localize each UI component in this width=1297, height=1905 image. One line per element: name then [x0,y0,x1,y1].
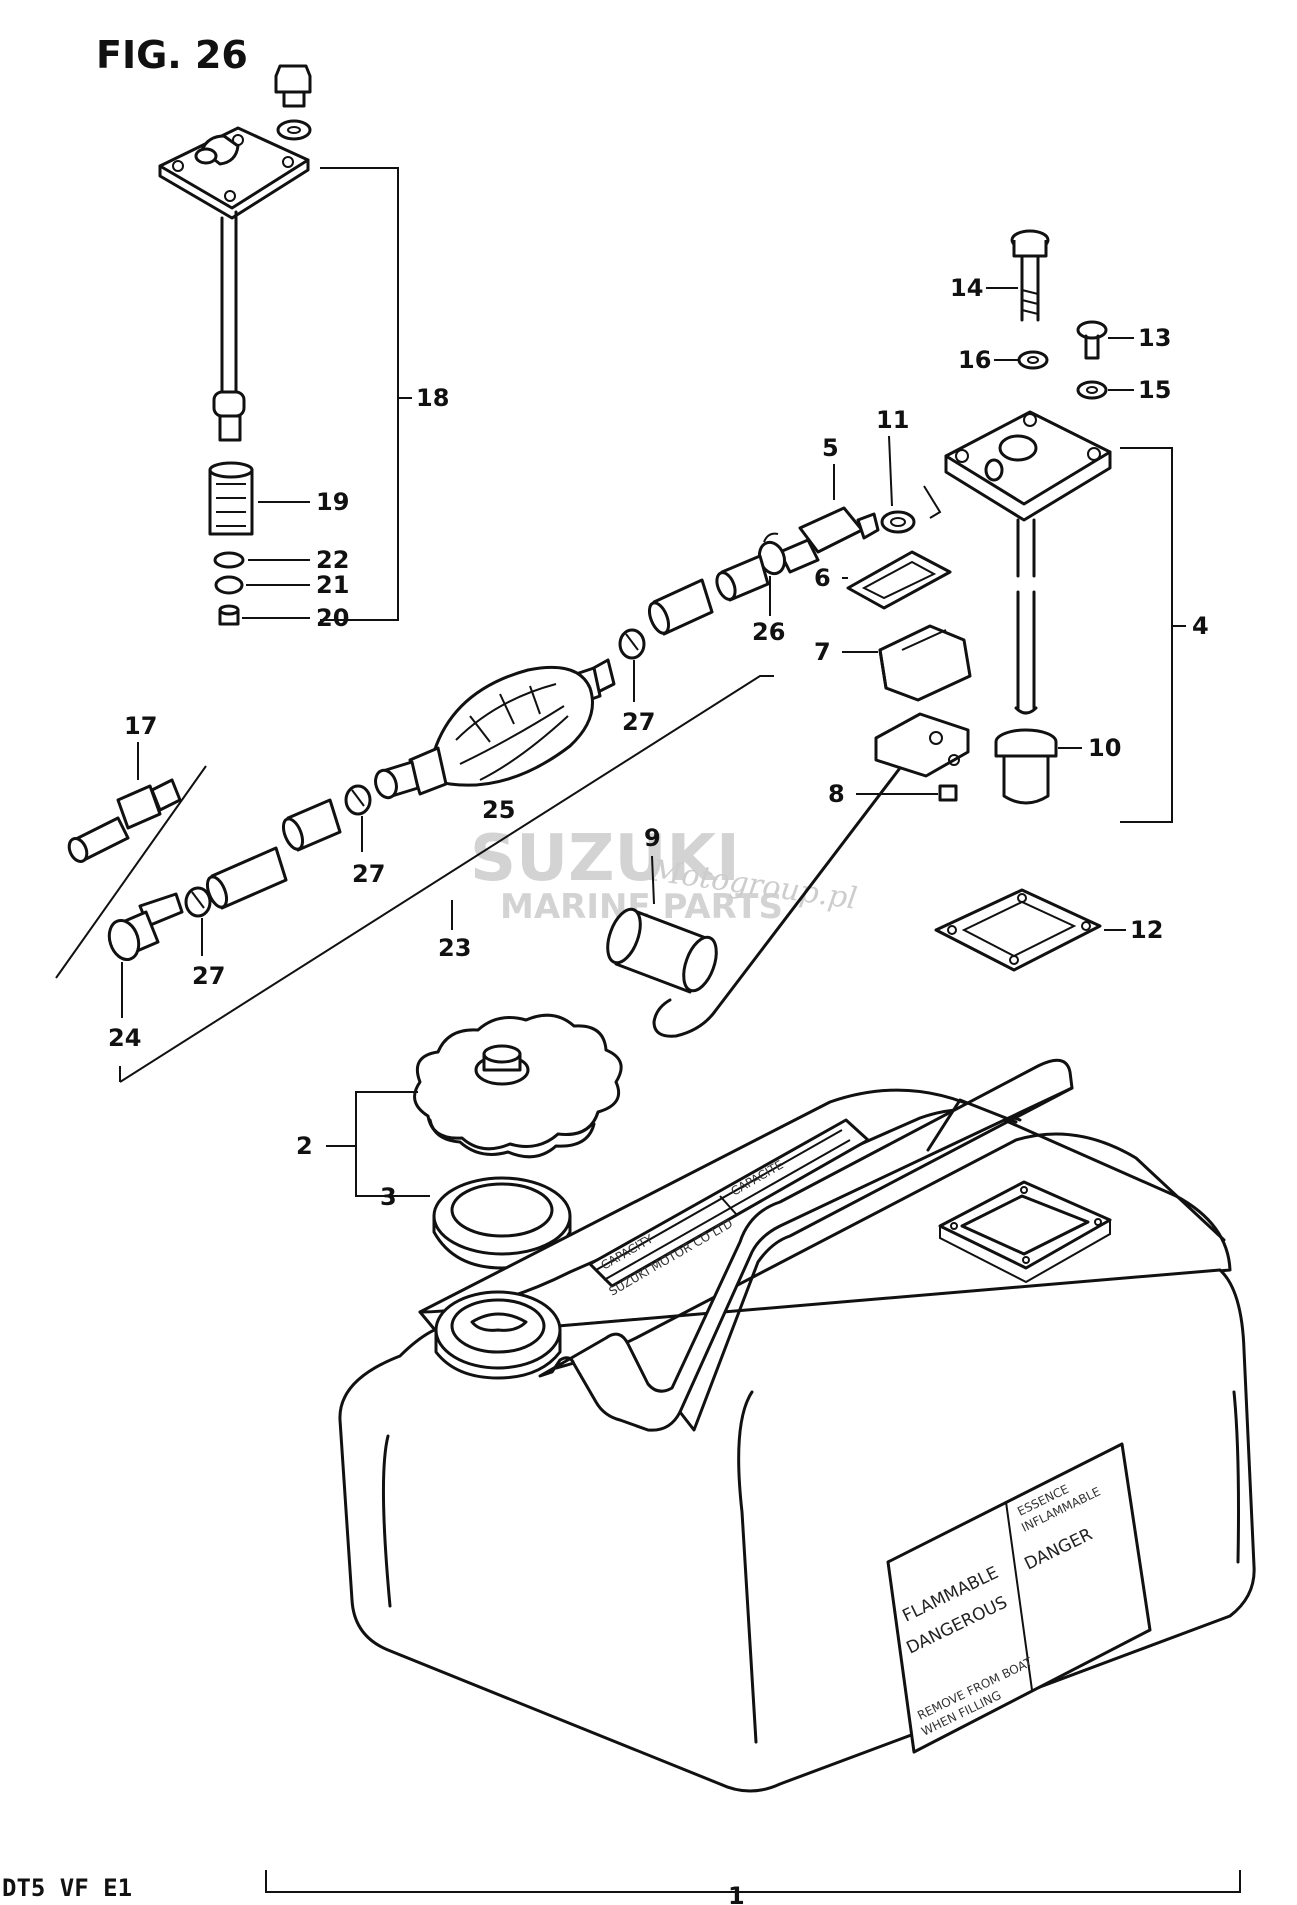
part-label-1: 1 [728,1882,745,1905]
part-label-24: 24 [108,1024,141,1052]
part-label-21: 21 [316,571,349,599]
part-label-12: 12 [1130,916,1163,944]
tank-cap [413,1013,623,1159]
part-label-10: 10 [1088,734,1121,762]
part-label-13: 13 [1138,324,1171,352]
part-label-17: 17 [124,712,157,740]
part-label-8: 8 [828,780,845,808]
filter-9 [606,907,718,994]
part-label-27-middle: 27 [352,860,385,888]
part-label-11: 11 [876,406,909,434]
fuel-tank: CAPACITY CAPACITE SUZUKI MOTOR CO LTD FL… [338,1058,1256,1793]
part-label-25: 25 [482,796,515,824]
part-label-19: 19 [316,488,349,516]
part-label-20: 20 [316,604,349,632]
part-label-18: 18 [416,384,449,412]
watermark: SUZUKI MARINE PARTS Motogroup.pl [470,822,859,927]
part-label-14: 14 [950,274,983,302]
part-label-23: 23 [438,934,471,962]
figure-title: FIG. 26 [96,33,248,77]
part-label-2: 2 [296,1132,313,1160]
part-label-4: 4 [1192,612,1209,640]
part-label-7: 7 [814,638,831,666]
part-label-27-lower: 27 [192,962,225,990]
fuel-outlet-parts [652,485,972,1038]
gasket-12 [934,888,1102,972]
part-label-15: 15 [1138,376,1171,404]
fuel-line-assembly [67,532,787,962]
part-label-5: 5 [822,434,839,462]
part-label-26: 26 [752,618,785,646]
pickup-tube-assembly [158,64,312,626]
model-code: DT5 VF E1 [2,1874,132,1902]
part-label-6: 6 [814,564,831,592]
part-label-27-upper: 27 [622,708,655,736]
fuel-gauge-assembly [944,229,1112,805]
part-label-22: 22 [316,546,349,574]
part-label-16: 16 [958,346,991,374]
part-label-3: 3 [380,1183,397,1211]
watermark-brand: SUZUKI [470,822,740,896]
part-label-9: 9 [644,824,661,852]
